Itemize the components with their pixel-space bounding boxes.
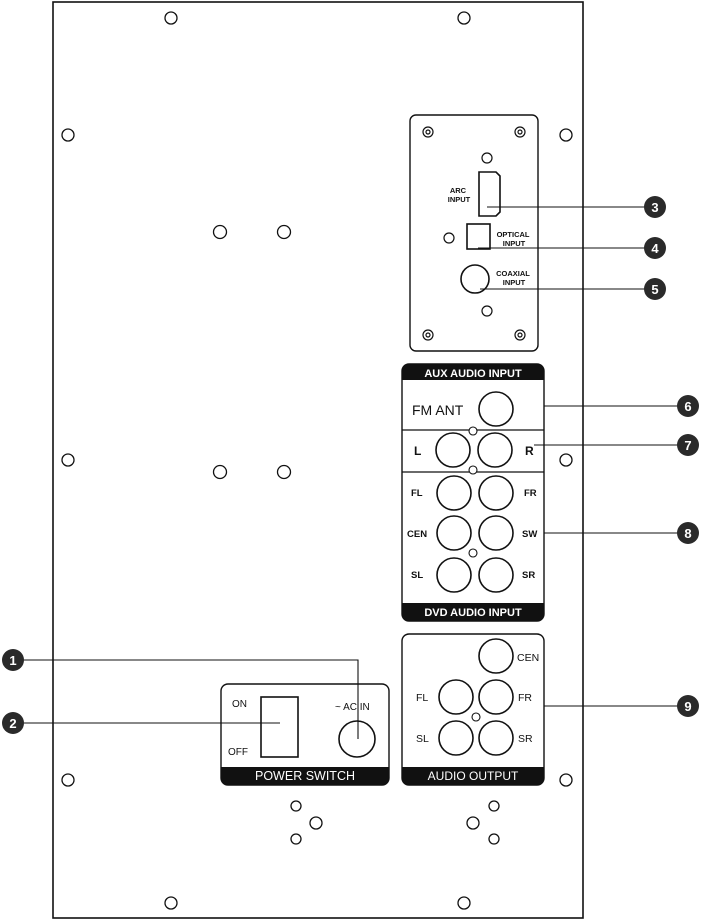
dvd-sw-label: SW [522,529,537,540]
optical-port[interactable] [466,223,491,250]
svg-text:7: 7 [684,438,691,453]
svg-text:8: 8 [684,526,691,541]
dvd-fl-jack[interactable] [436,475,472,511]
coaxial-port[interactable] [460,264,490,294]
power-rocker-switch[interactable] [260,696,299,758]
out-sl-label: SL [416,733,429,745]
arc-label: ARC INPUT [448,186,471,204]
dvd-sw-jack[interactable] [478,515,514,551]
arc-hdmi-port[interactable] [478,171,501,217]
out-fr-jack[interactable] [478,679,514,715]
aux-right-label: R [525,444,534,458]
audio-output-title: AUDIO OUTPUT [428,769,519,783]
aux-left-jack[interactable] [435,432,471,468]
fm-antenna-jack[interactable] [478,391,514,427]
power-switch-plate: POWER SWITCH ON OFF ~ AC IN [220,683,390,786]
digital-input-plate: ARC INPUT OPTICAL INPUT COAXIAL INPUT [409,114,539,352]
aux-right-jack[interactable] [477,432,513,468]
callout-7: 7 [677,434,699,456]
svg-text:6: 6 [684,399,691,414]
dvd-sl-jack[interactable] [436,557,472,593]
dvd-cen-label: CEN [407,529,427,540]
coaxial-label: COAXIAL INPUT [496,269,532,287]
callout-3: 3 [644,196,666,218]
callout-6: 6 [677,395,699,417]
dvd-fl-label: FL [411,488,423,499]
out-sl-jack[interactable] [438,720,474,756]
svg-text:3: 3 [651,200,658,215]
audio-output-plate: AUDIO OUTPUT CEN FL FR SL SR [401,633,545,786]
ac-in-socket[interactable] [338,720,376,758]
rear-panel-outline [52,1,584,919]
svg-text:9: 9 [684,699,691,714]
callout-8: 8 [677,522,699,544]
optical-label: OPTICAL INPUT [497,230,532,248]
dvd-audio-input-title: DVD AUDIO INPUT [424,607,522,619]
aux-left-label: L [414,444,421,458]
out-cen-label: CEN [517,652,539,664]
svg-text:1: 1 [9,653,16,668]
svg-text:5: 5 [651,282,658,297]
power-switch-title: POWER SWITCH [255,769,355,783]
svg-text:2: 2 [9,716,16,731]
out-fl-jack[interactable] [438,679,474,715]
svg-text:4: 4 [651,241,659,256]
on-label: ON [232,699,247,710]
dvd-fr-jack[interactable] [478,475,514,511]
aux-audio-input-title: AUX AUDIO INPUT [424,368,522,380]
dvd-sl-label: SL [411,570,423,581]
callout-1: 1 [2,649,24,671]
callout-9: 9 [677,695,699,717]
leader-lines [13,206,688,739]
ac-in-label: ~ AC IN [335,702,370,713]
out-fl-label: FL [416,692,428,704]
callout-2: 2 [2,712,24,734]
out-cen-jack[interactable] [478,638,514,674]
out-fr-label: FR [518,692,532,704]
fm-ant-label: FM ANT [412,402,464,418]
out-sr-label: SR [518,733,533,745]
callout-5: 5 [644,278,666,300]
analog-input-plate: AUX AUDIO INPUT DVD AUDIO INPUT FM ANT L… [401,363,545,622]
callout-4: 4 [644,237,666,259]
dvd-fr-label: FR [524,488,537,499]
mounting-holes [61,11,573,910]
off-label: OFF [228,747,248,758]
dvd-sr-jack[interactable] [478,557,514,593]
dvd-cen-jack[interactable] [436,515,472,551]
dvd-sr-label: SR [522,570,535,581]
out-sr-jack[interactable] [478,720,514,756]
